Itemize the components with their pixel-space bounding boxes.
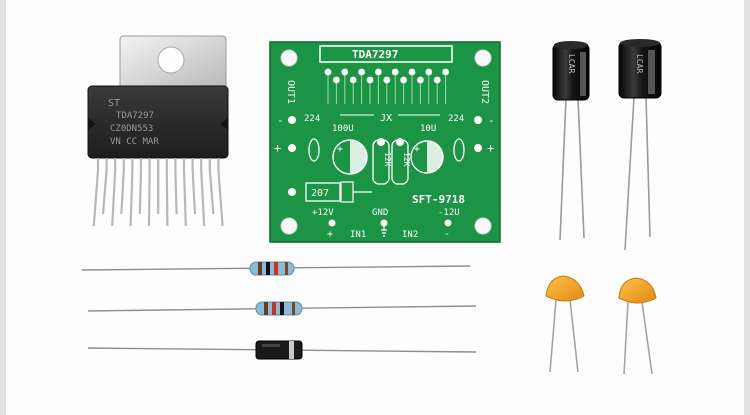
resistor-top [81,261,471,276]
electrolytic-capacitor-left: LCAR [552,41,590,241]
ic-pin [191,158,197,215]
pcb-out1-label: OUT1 [285,80,296,104]
pcb-cap-left-footprint [308,138,320,162]
ic-brand-text: ST [108,98,120,109]
pcb-board: TDA7297 OUT1 OUT2 - + - + 224 224 100U +… [269,41,501,243]
pcb-smd-footprint [305,182,341,202]
ic-mounting-hole [157,46,185,74]
pcb-out2-label: OUT2 [479,80,490,104]
ic-origin-text: VN CC MAR [110,137,159,147]
pcb-hole-bottom-left [280,217,298,235]
ic-package-body [87,85,229,159]
pcb-elec-left-label: 100U [332,124,354,134]
pcb-ic-outline [319,45,453,63]
ic-pin [101,158,108,215]
photo-right-border [744,0,750,415]
tda7297-ic: ST TDA7297 CZ0DN553 VN CC MAR [87,35,229,227]
pcb-power-minus: - [444,229,450,240]
svg-text:+: + [337,144,343,155]
ceramic-capacitor-right [618,277,657,375]
ic-model-text: TDA7297 [116,111,154,121]
ic-pin [182,158,187,227]
ic-pin [92,158,100,227]
ic-pin [208,158,215,215]
ic-pin [138,158,143,215]
ic-pin [147,158,151,227]
pcb-ic-pads [324,68,449,104]
ic-pin [174,158,178,215]
pcb-hole-top-left [280,49,298,67]
photo-left-border [0,0,6,415]
ic-pin [111,158,117,227]
pcb-res-left-label: 12K [383,152,392,167]
pcb-power-plus: + [327,229,333,240]
pcb-res-right-label: 12K [402,152,411,167]
cap-right-label: LCAR [635,54,644,73]
svg-text:+: + [414,144,420,155]
pcb-cap-right-label: 224 [448,114,464,124]
ic-pin [120,158,125,215]
ceramic-capacitor-left [545,275,585,373]
pcb-jx-label: JX [380,113,392,124]
ic-lot-text: CZ0DN553 [110,124,153,134]
pcb-cap-left-label: 224 [304,114,320,124]
cap-left-label: LCAR [567,54,576,73]
ic-pin [165,158,169,227]
pcb-smd-label: 207 [311,188,329,199]
ic-pin [129,158,134,227]
pcb-hole-bottom-right [474,217,492,235]
pcb-plus12-label: +12V [312,208,334,218]
ic-pins [92,158,224,227]
pcb-out1-minus: - [277,114,284,127]
pcb-hole-top-right [474,49,492,67]
diode [87,340,477,360]
pcb-in1-label: IN1 [350,230,366,240]
electrolytic-capacitor-right: LCAR [618,39,662,251]
pcb-cap-right-footprint [453,138,465,162]
pcb-out2-plus: + [487,141,494,155]
ic-pin [217,158,224,227]
ic-pin [200,158,206,227]
pcb-model-label: SFT-9718 [412,193,465,206]
pcb-minus12-label: -12U [438,208,460,218]
pcb-out1-plus: + [274,141,281,155]
pcb-in2-label: IN2 [402,230,418,240]
pcb-gnd-label: GND [372,208,388,218]
resistor-middle [87,301,477,316]
pcb-out2-minus: - [488,114,495,127]
pcb-title: TDA7297 [352,48,398,61]
pcb-elec-right-label: 10U [420,124,436,134]
